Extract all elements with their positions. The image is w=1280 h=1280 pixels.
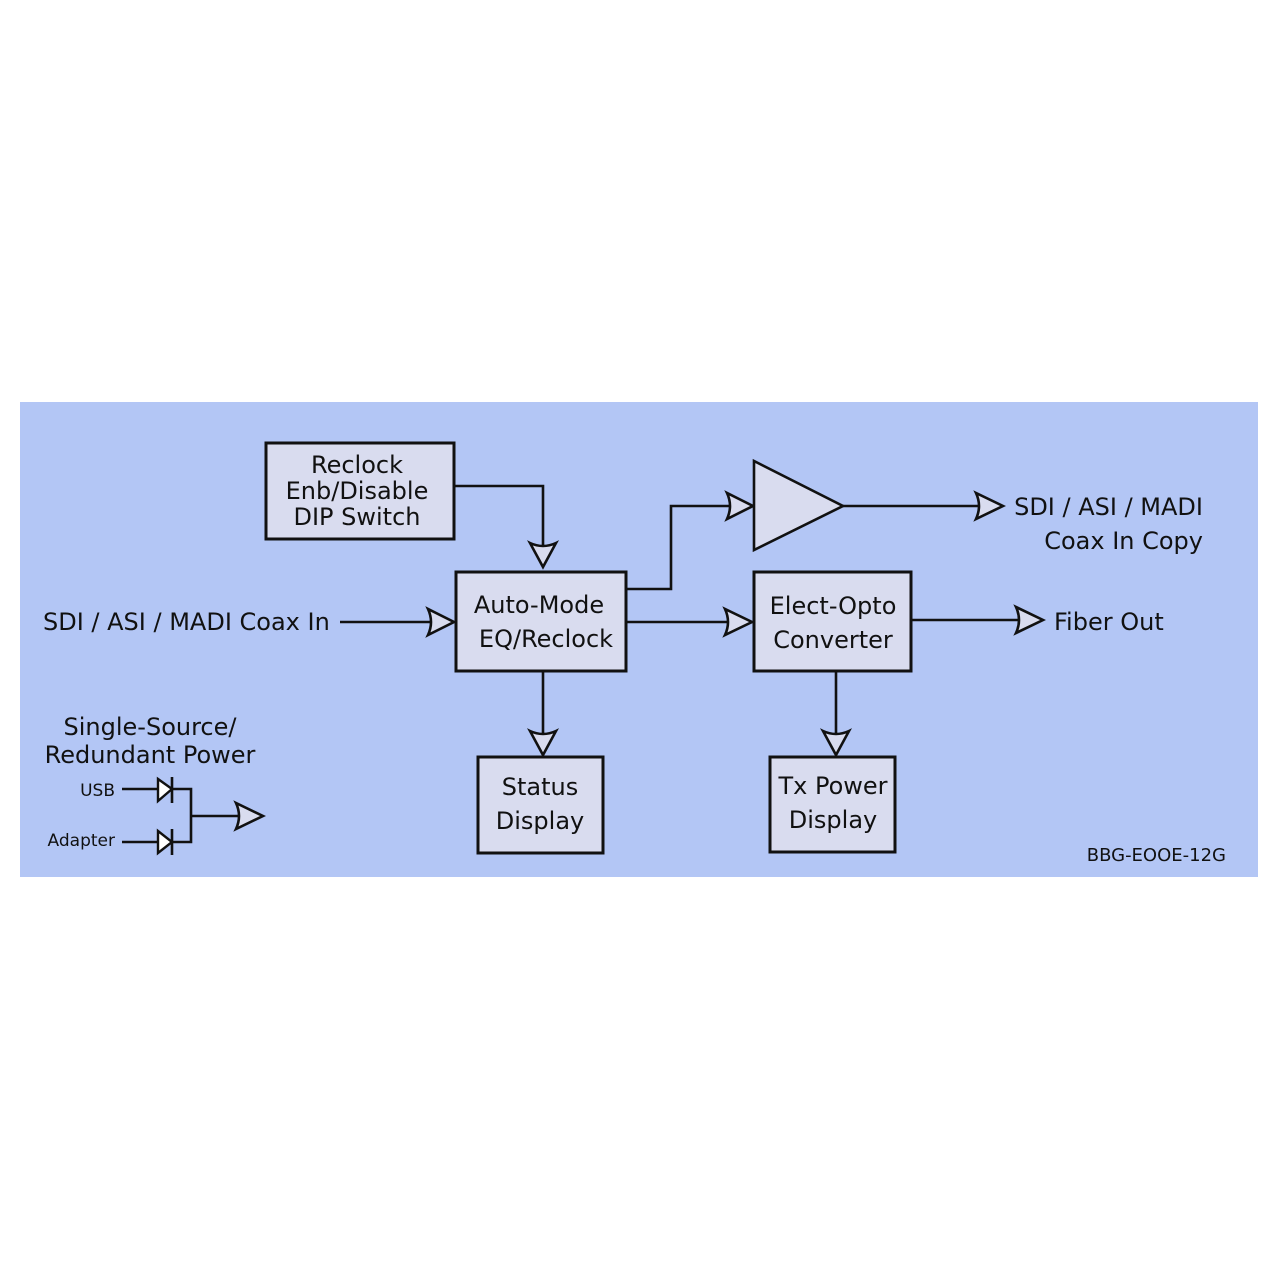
elect-opto-block: Elect-Opto Converter (752, 570, 913, 673)
arrow-power-out (233, 800, 266, 832)
eq-reclock-block: Auto-Mode EQ/Reclock (454, 570, 628, 673)
usb-diode-icon (156, 776, 174, 804)
tx-power-label-line2: Display (789, 806, 877, 834)
arrow-into-eq-top (526, 540, 560, 570)
eq-reclock-label-line1: Auto-Mode (474, 591, 604, 619)
model-number-label: BBG-EOOE-12G (1087, 845, 1226, 866)
eq-reclock-label-line2: EQ/Reclock (479, 625, 613, 653)
power-title-line1: Single-Source/ (64, 713, 238, 741)
status-display-label-line1: Status (502, 773, 578, 801)
arrow-into-tx-power (819, 728, 853, 758)
arrow-fiber-out (1013, 604, 1046, 636)
arrow-into-elect-opto (722, 606, 755, 638)
elect-opto-label-line1: Elect-Opto (770, 592, 897, 620)
coax-copy-label-line2: Coax In Copy (1044, 527, 1203, 555)
arrow-into-status (526, 728, 560, 758)
reclock-label-line2: Enb/Disable (286, 477, 429, 505)
usb-label: USB (80, 781, 115, 801)
adapter-diode-icon (156, 828, 174, 856)
wire-eq-to-amplifier (626, 504, 730, 591)
elect-opto-box (752, 570, 913, 673)
tx-power-display-block: Tx Power Display (768, 755, 897, 854)
status-display-box (476, 755, 605, 855)
reclock-dip-switch-box (264, 441, 456, 541)
arrow-into-eq-left (425, 606, 457, 638)
adapter-label: Adapter (48, 831, 115, 851)
reclock-label-line3: DIP Switch (293, 503, 420, 531)
arrow-coax-copy-out (973, 490, 1006, 522)
wire-reclock-to-eq (454, 484, 545, 545)
coax-copy-label-line1: SDI / ASI / MADI (1014, 493, 1203, 521)
power-section: Single-Source/ Redundant Power USB Adapt… (45, 713, 266, 856)
eq-reclock-box (454, 570, 628, 673)
tx-power-display-box (768, 755, 897, 854)
elect-opto-label-line2: Converter (773, 626, 893, 654)
power-title-line2: Redundant Power (45, 741, 256, 769)
amplifier-triangle-icon (752, 458, 846, 553)
reclock-dip-switch-block: Reclock Enb/Disable DIP Switch (264, 441, 456, 541)
coax-in-label: SDI / ASI / MADI Coax In (43, 608, 330, 636)
fiber-out-label: Fiber Out (1054, 608, 1164, 636)
reclock-label-line1: Reclock (311, 451, 403, 479)
diagram-panel (20, 402, 1258, 877)
tx-power-label-line1: Tx Power (777, 772, 887, 800)
arrow-into-amplifier (724, 490, 756, 522)
status-display-label-line2: Display (496, 807, 584, 835)
status-display-block: Status Display (476, 755, 605, 855)
